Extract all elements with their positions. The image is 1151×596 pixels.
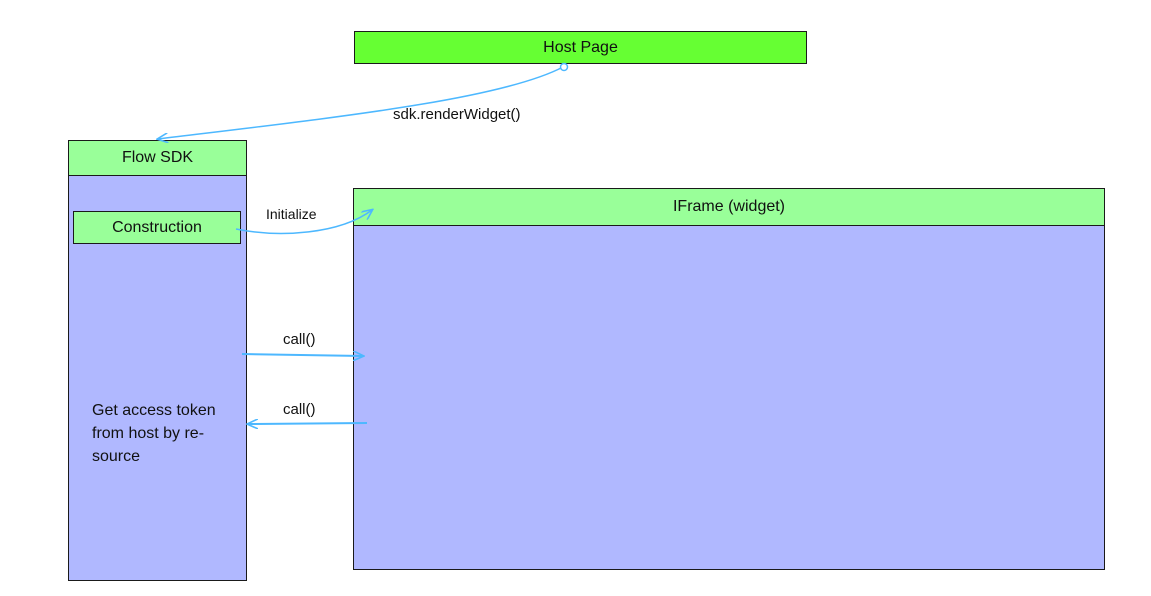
initialize-label: Initialize: [266, 206, 317, 222]
iframe-header: IFrame (widget): [353, 188, 1105, 226]
flow-sdk-title: Flow SDK: [121, 149, 194, 166]
call-back-label: call(): [283, 401, 316, 418]
host-page-node: Host Page: [354, 31, 807, 64]
render-widget-arrow: [158, 66, 564, 139]
call-out-arrow: [241, 354, 363, 356]
construction-label: Construction: [112, 218, 202, 236]
call-back-arrow: [248, 423, 368, 424]
token-note-line-2: from host by re-: [92, 425, 205, 442]
iframe-title: IFrame (widget): [672, 198, 786, 215]
construction-node: Construction: [73, 211, 241, 244]
host-page-title: Host Page: [543, 38, 618, 56]
call-out-label: call(): [283, 331, 316, 348]
render-widget-label: sdk.renderWidget(): [393, 106, 521, 123]
initialize-arrow: [235, 210, 372, 235]
render-widget-origin: [559, 62, 569, 72]
token-note-line-3: source: [92, 448, 141, 465]
token-note-line-1: Get access token: [92, 402, 216, 419]
